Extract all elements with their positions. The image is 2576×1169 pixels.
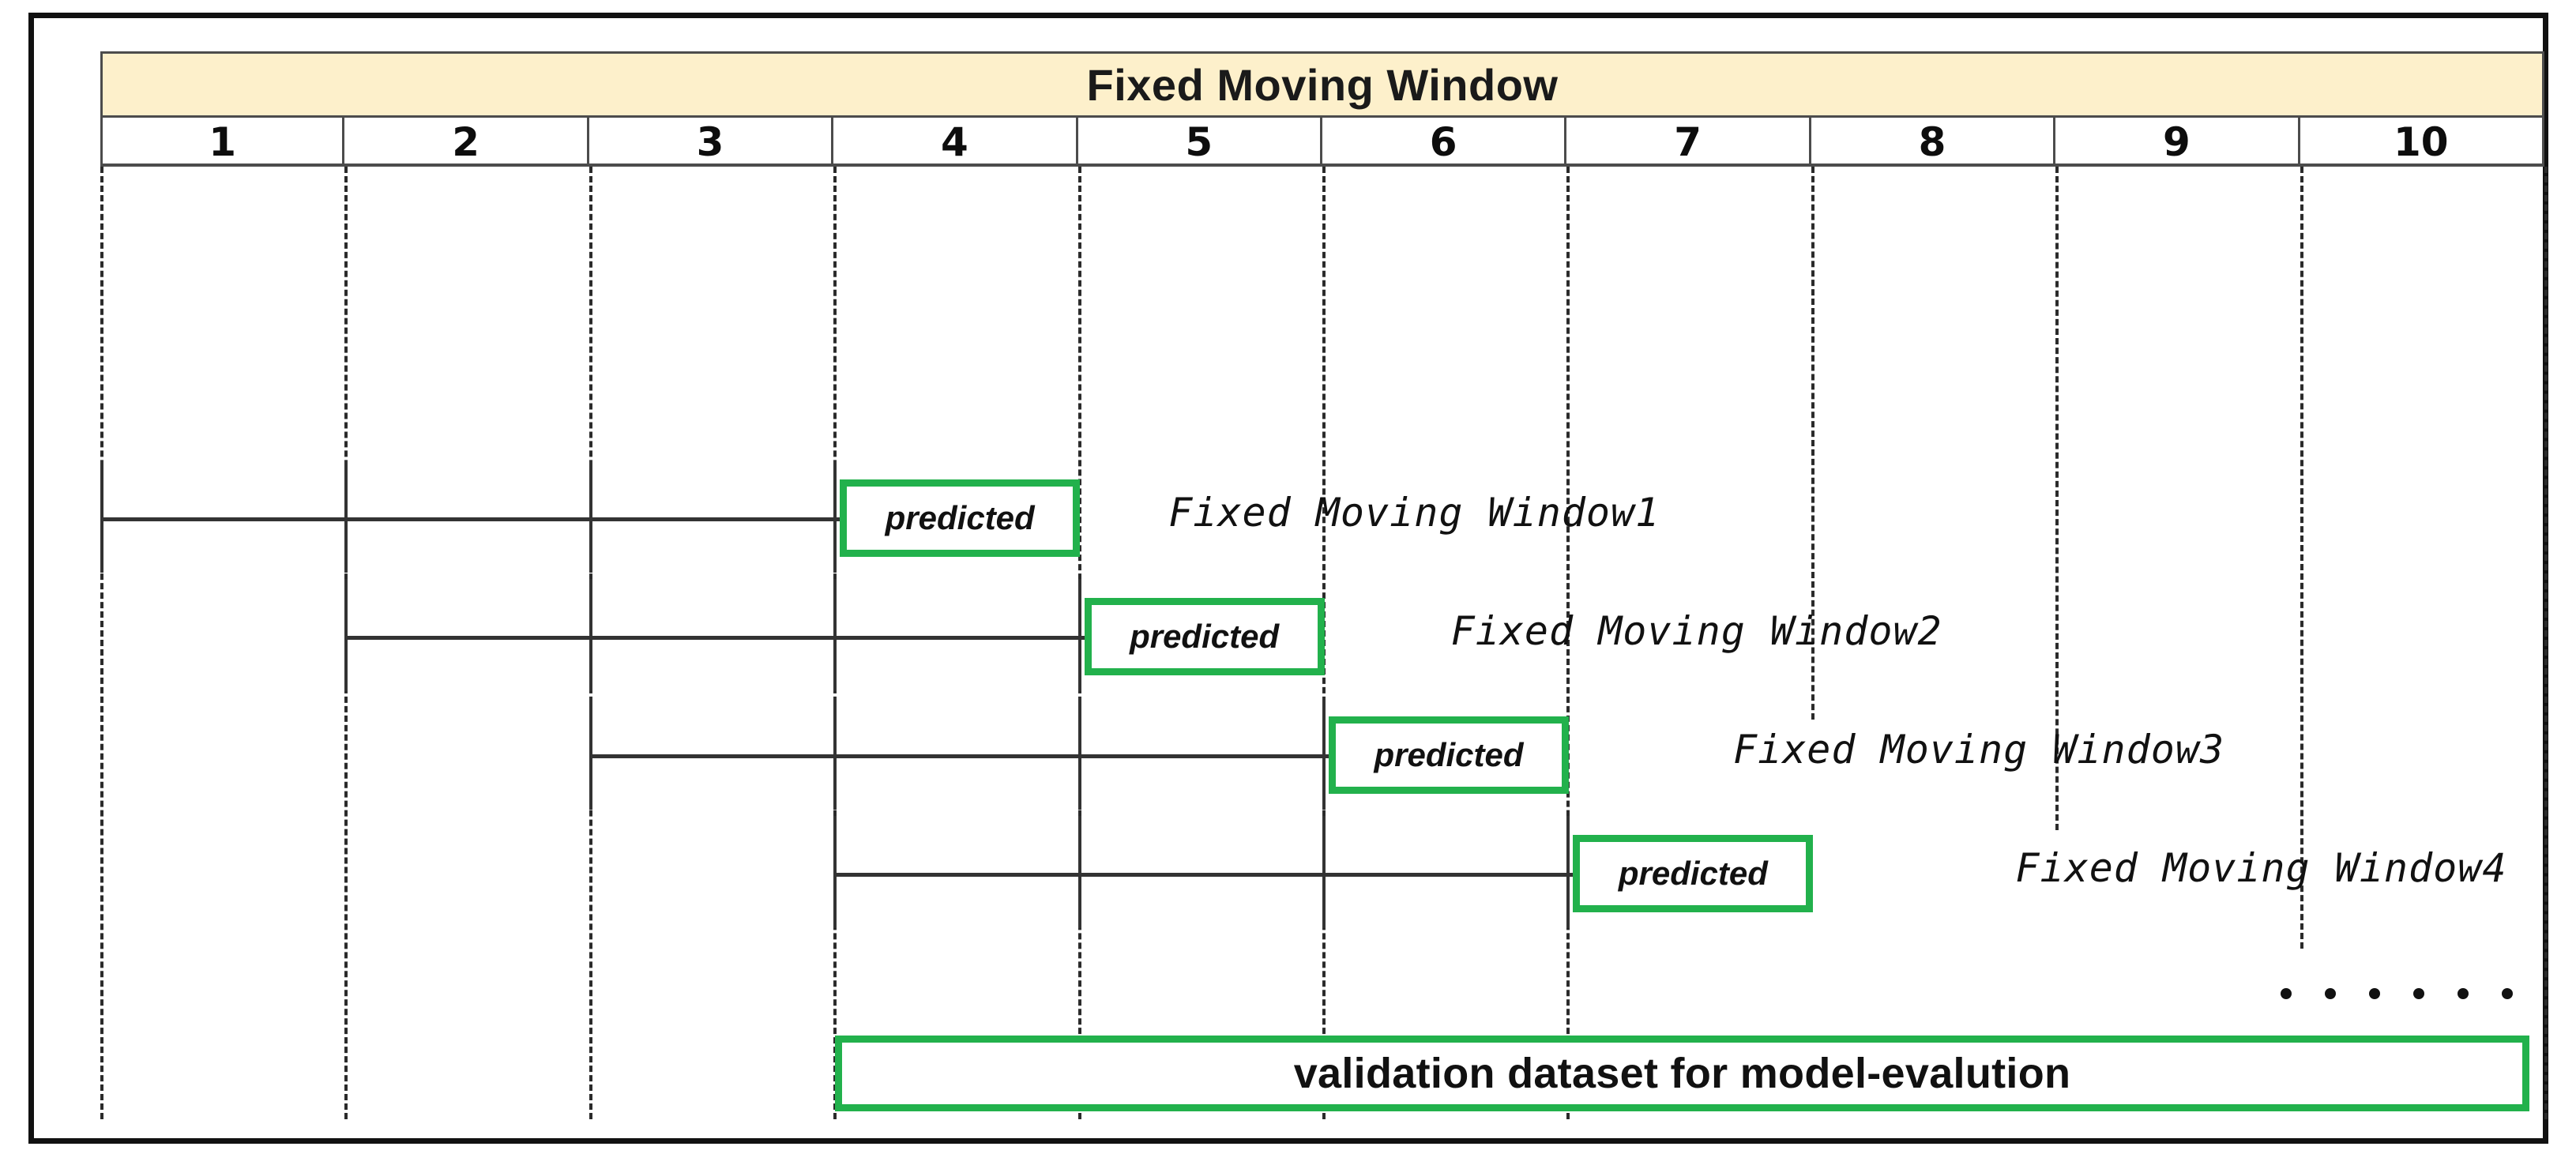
period-tick xyxy=(344,460,348,573)
period-tick xyxy=(344,579,348,691)
period-tick xyxy=(833,460,837,573)
ellipsis-dots xyxy=(2281,988,2513,999)
ellipsis-dot xyxy=(2502,988,2513,999)
grid-line-10 xyxy=(2544,167,2548,1119)
training-span-line xyxy=(589,754,1329,758)
period-tick xyxy=(1322,816,1326,928)
training-span-line xyxy=(100,517,840,521)
period-tick xyxy=(833,697,837,810)
period-tick xyxy=(100,460,103,573)
training-span-line xyxy=(833,873,1574,877)
column-header-8: 8 xyxy=(1811,118,2056,167)
window-row: predicted Fixed Moving Window2 xyxy=(100,565,2544,691)
column-header-3: 3 xyxy=(589,118,834,167)
diagram-title-band: Fixed Moving Window xyxy=(100,51,2544,118)
period-tick xyxy=(589,697,592,810)
grid-line-6 xyxy=(1566,167,1570,1119)
grid-line-7 xyxy=(1811,167,1814,720)
ellipsis-dot xyxy=(2325,988,2336,999)
period-tick xyxy=(589,460,592,573)
ellipsis-dot xyxy=(2369,988,2380,999)
window-label: Fixed Moving Window2 xyxy=(1450,608,1942,654)
grid-line-8 xyxy=(2055,167,2059,830)
period-tick xyxy=(833,579,837,691)
ellipsis-dot xyxy=(2281,988,2292,999)
period-tick xyxy=(1077,579,1081,691)
validation-dataset-label: validation dataset for model-evalution xyxy=(1293,1050,2071,1097)
column-header-2: 2 xyxy=(344,118,589,167)
column-header-1: 1 xyxy=(100,118,345,167)
validation-dataset-box: validation dataset for model-evalution xyxy=(835,1036,2529,1111)
predicted-box: predicted xyxy=(1084,598,1325,675)
window-row: predicted Fixed Moving Window4 xyxy=(100,802,2544,928)
column-header-7: 7 xyxy=(1566,118,1811,167)
column-header-4: 4 xyxy=(833,118,1078,167)
window-label: Fixed Moving Window1 xyxy=(1168,490,1660,536)
window-row: predicted Fixed Moving Window3 xyxy=(100,683,2544,810)
ellipsis-dot xyxy=(2458,988,2469,999)
period-tick xyxy=(1566,816,1570,928)
grid-line-0 xyxy=(100,167,103,1119)
period-tick xyxy=(1077,697,1081,810)
column-header-10: 10 xyxy=(2300,118,2544,167)
column-header-5: 5 xyxy=(1078,118,1322,167)
predicted-box: predicted xyxy=(840,479,1081,557)
period-tick xyxy=(1322,697,1326,810)
predicted-box: predicted xyxy=(1573,835,1814,912)
grid-line-9 xyxy=(2300,167,2303,949)
window-row: predicted Fixed Moving Window1 xyxy=(100,446,2544,573)
training-span-line xyxy=(344,636,1085,640)
column-header-9: 9 xyxy=(2055,118,2300,167)
period-tick xyxy=(833,816,837,928)
ellipsis-dot xyxy=(2413,988,2424,999)
window-label: Fixed Moving Window4 xyxy=(2015,845,2507,891)
column-header-6: 6 xyxy=(1322,118,1567,167)
page-title: Fixed Moving Window xyxy=(1086,59,1559,110)
period-tick xyxy=(1077,816,1081,928)
predicted-box: predicted xyxy=(1329,716,1569,794)
window-label: Fixed Moving Window3 xyxy=(1733,727,2225,772)
period-tick xyxy=(589,579,592,691)
